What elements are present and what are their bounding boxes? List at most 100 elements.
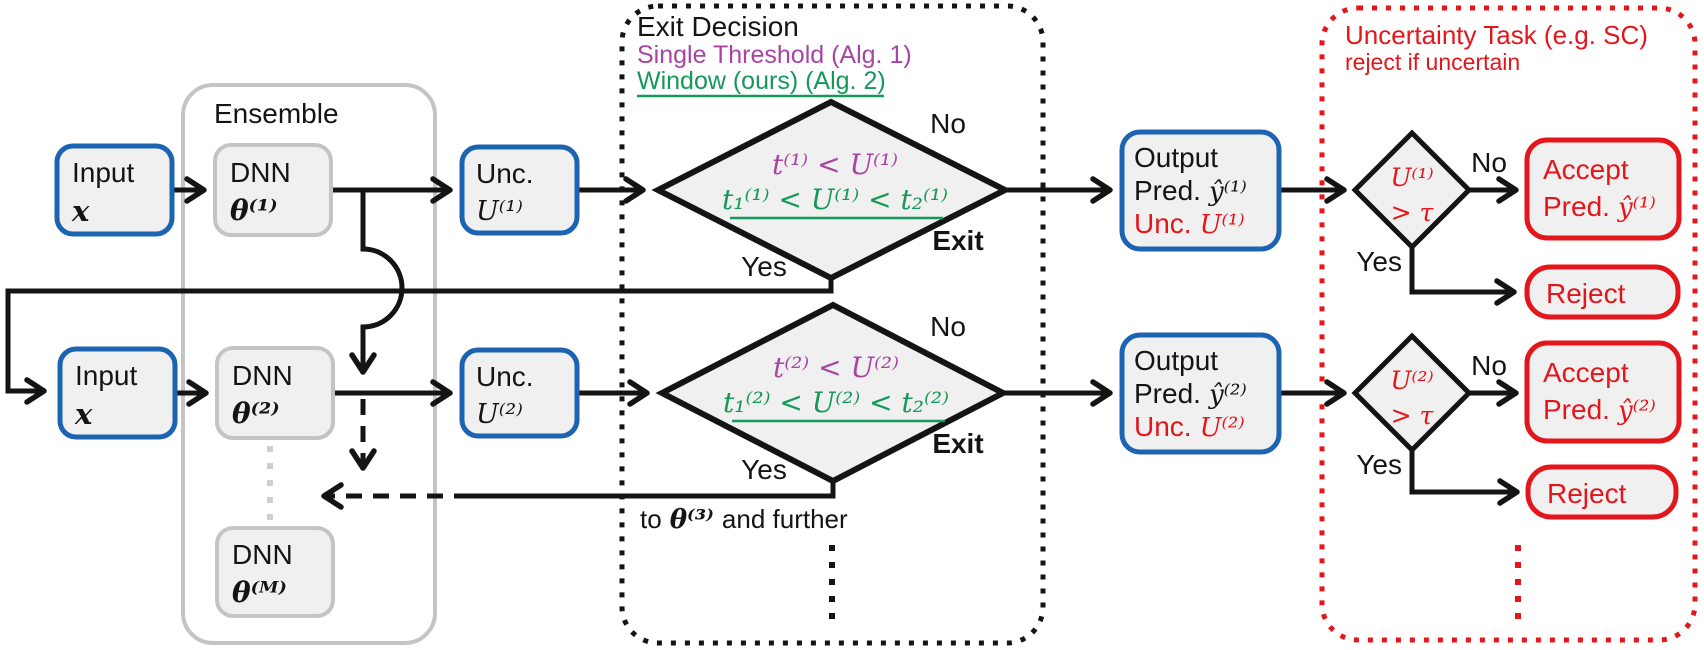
output1-unc-label: Unc. [1134, 208, 1192, 239]
unc2-border [459, 347, 580, 439]
decision1-exit-label: Exit [932, 225, 983, 256]
decision2-diamond: t⁽²⁾ < U⁽²⁾ t₁⁽²⁾ < U⁽²⁾ < t₂⁽²⁾ No Exit… [655, 301, 1010, 485]
decision1-no-label: No [930, 108, 966, 139]
accept1-pred-line: Pred.ŷ⁽¹⁾ [1543, 191, 1656, 223]
output2-unc-line: Unc. U⁽²⁾ [1134, 411, 1245, 443]
unc1-label: Unc. [476, 158, 534, 189]
window-ours-label: Window (ours) (Alg. 2) [637, 67, 886, 95]
output2-pred-line: Pred.ŷ⁽²⁾ [1134, 378, 1247, 410]
dnn2-box: DNN θ⁽²⁾ [215, 346, 335, 440]
single-threshold-label: Single Threshold (Alg. 1) [637, 41, 912, 69]
accept2-pred-var: ŷ⁽²⁾ [1617, 396, 1656, 426]
tau1-yes-label: Yes [1356, 246, 1402, 277]
bridge-dnn1-branch-down [349, 190, 405, 375]
output2-pred-var: ŷ⁽²⁾ [1208, 380, 1247, 410]
exit-decision-title: Exit Decision [637, 11, 799, 42]
input1-box: Input x [54, 143, 175, 237]
decision2-single-condition: t⁽²⁾ < U⁽²⁾ [773, 351, 899, 384]
decision2-window-condition: t₁⁽²⁾ < U⁽²⁾ < t₂⁽²⁾ [723, 386, 949, 419]
input1-var: x [71, 194, 90, 228]
accept2-pred-label: Pred. [1543, 394, 1610, 425]
tau2-diamond: U⁽²⁾ > τ No Yes [1351, 332, 1507, 480]
decision2-no-label: No [930, 311, 966, 342]
uncertainty-task-title: Uncertainty Task (e.g. SC) [1345, 20, 1648, 50]
note-pre: to [640, 504, 662, 534]
tau2-no-label: No [1471, 350, 1507, 381]
output2-border [1119, 332, 1282, 455]
unc2-label: Unc. [476, 361, 534, 392]
decision2-yes-label: Yes [741, 454, 787, 485]
output1-unc-line: Unc. U⁽¹⁾ [1134, 208, 1245, 240]
uncertainty-task-subtitle: reject if uncertain [1345, 49, 1520, 75]
dnn2-var: θ⁽²⁾ [232, 397, 280, 430]
exit-decision-container: Exit Decision Single Threshold (Alg. 1) … [619, 3, 1046, 646]
unc1-var: U⁽¹⁾ [476, 196, 523, 227]
further-stages-note: to θ⁽³⁾ and further [640, 504, 848, 535]
dnnM-box: DNN θ⁽ᴹ⁾ [215, 526, 335, 618]
reject2-box: Reject [1525, 464, 1679, 520]
reject1-box: Reject [1524, 264, 1681, 320]
accept1-title: Accept [1543, 154, 1629, 185]
decision1-single-condition: t⁽¹⁾ < U⁽¹⁾ [772, 148, 898, 181]
dnnM-border [215, 526, 335, 618]
tau1-shape [1351, 129, 1473, 251]
output1-pred-line: Pred.ŷ⁽¹⁾ [1134, 175, 1247, 207]
dnnM-var: θ⁽ᴹ⁾ [232, 576, 287, 609]
output1-title: Output [1134, 142, 1218, 173]
tau1-cond-cmp: > τ [1391, 198, 1435, 227]
arrow-tau2-yes-to-reject2 [1409, 450, 1520, 506]
output2-box: Output Pred.ŷ⁽²⁾ Unc. U⁽²⁾ [1119, 332, 1282, 455]
arrow-tau1-yes-to-reject1 [1409, 247, 1517, 306]
decision2-shape [655, 301, 1010, 485]
decision1-yes-label: Yes [741, 251, 787, 282]
output1-box: Output Pred.ŷ⁽¹⁾ Unc. U⁽¹⁾ [1119, 129, 1282, 252]
exit-decision-border [619, 3, 1046, 646]
feedback-decision1-yes-to-input2 [5, 278, 834, 405]
output2-title: Output [1134, 345, 1218, 376]
input2-box: Input x [57, 346, 178, 440]
uncertainty-task-border [1319, 5, 1698, 643]
ensemble-container: Ensemble [181, 83, 437, 645]
tau2-yes-label: Yes [1356, 449, 1402, 480]
unc2-var: U⁽²⁾ [476, 399, 523, 430]
unc1-border [459, 144, 580, 236]
input2-border [57, 346, 178, 440]
connectors [5, 176, 1521, 624]
reject1-label: Reject [1546, 278, 1626, 309]
output1-pred-var: ŷ⁽¹⁾ [1208, 177, 1247, 207]
note-var: θ⁽³⁾ [670, 505, 714, 535]
decision1-shape [651, 98, 1012, 282]
ensemble-border [181, 83, 437, 645]
dnn1-border [213, 143, 333, 237]
tau2-cond-cmp: > τ [1391, 401, 1435, 430]
input2-label: Input [75, 360, 137, 391]
input1-label: Input [72, 157, 134, 188]
accept1-pred-var: ŷ⁽¹⁾ [1617, 193, 1656, 223]
tau2-cond-var: U⁽²⁾ [1390, 366, 1433, 395]
accept2-box: Accept Pred.ŷ⁽²⁾ [1524, 340, 1682, 444]
reject2-label: Reject [1547, 478, 1627, 509]
dnn2-label: DNN [232, 360, 293, 391]
output1-pred-label: Pred. [1134, 175, 1201, 206]
unc1-box: Unc. U⁽¹⁾ [459, 144, 580, 236]
dnn1-box: DNN θ⁽¹⁾ [213, 143, 333, 237]
output2-pred-label: Pred. [1134, 378, 1201, 409]
input2-var: x [74, 397, 93, 431]
tau1-no-label: No [1471, 147, 1507, 178]
ensemble-label: Ensemble [214, 98, 339, 129]
decision1-window-condition: t₁⁽¹⁾ < U⁽¹⁾ < t₂⁽¹⁾ [722, 183, 948, 216]
accept2-title: Accept [1543, 357, 1629, 388]
output2-unc-var: U⁽²⁾ [1200, 413, 1245, 443]
accept1-border [1524, 137, 1682, 241]
tau1-cond-var: U⁽¹⁾ [1390, 163, 1433, 192]
uncertainty-task-container: Uncertainty Task (e.g. SC) reject if unc… [1319, 5, 1698, 643]
dnn2-border [215, 346, 335, 440]
output2-unc-label: Unc. [1134, 411, 1192, 442]
unc2-box: Unc. U⁽²⁾ [459, 347, 580, 439]
dnn1-label: DNN [230, 157, 291, 188]
accept1-pred-label: Pred. [1543, 191, 1610, 222]
output1-unc-var: U⁽¹⁾ [1200, 210, 1245, 240]
note-post: and further [722, 504, 848, 534]
